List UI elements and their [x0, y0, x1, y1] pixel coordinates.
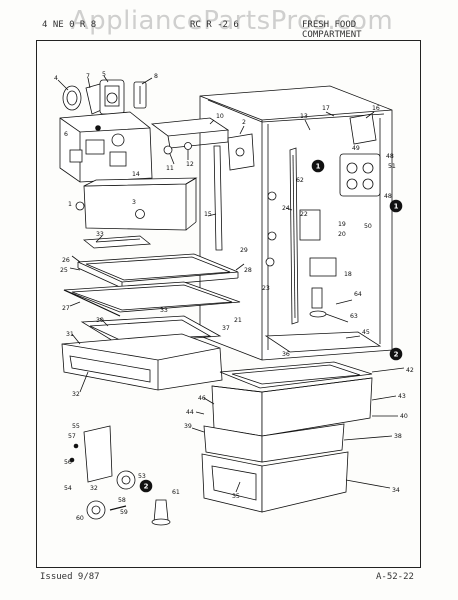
- reference-badge-2a: 2: [389, 347, 403, 361]
- callout-22: 22: [300, 211, 308, 218]
- header-model: 4 NE 0 R 8: [42, 20, 97, 30]
- callout-24: 24: [282, 205, 290, 212]
- callout-32b: 32: [90, 485, 98, 492]
- shelf-frame-lower: [63, 281, 241, 317]
- callout-38: 38: [394, 433, 402, 440]
- callout-42: 42: [406, 367, 414, 374]
- callout-33b: 33: [160, 307, 168, 314]
- control-box-group: [59, 111, 153, 183]
- callout-labels: 4 7 5 8 6 10 11 12 2 13 17 16 49 48 51 4…: [54, 71, 414, 522]
- callout-53: 53: [138, 473, 146, 480]
- callout-15: 15: [204, 211, 212, 218]
- dairy-door-assembly: [339, 113, 381, 197]
- callout-20: 20: [338, 231, 346, 238]
- shelf-support-rail: [82, 235, 152, 249]
- callout-61: 61: [172, 489, 180, 496]
- right-crisper-drawers: [201, 331, 382, 513]
- reference-badge-1b: 1: [389, 199, 403, 213]
- callout-32: 32: [72, 391, 80, 398]
- callout-50: 50: [364, 223, 372, 230]
- callout-60: 60: [76, 515, 84, 522]
- light-assembly-parts: [62, 79, 147, 115]
- reference-badge-2b: 2: [139, 479, 153, 493]
- page-header: 4 NE 0 R 8 RC R -2 6 FRESH FOOD COMPARTM…: [40, 18, 420, 40]
- callout-14: 14: [132, 171, 140, 178]
- callout-64: 64: [354, 291, 362, 298]
- callout-2: 2: [242, 119, 246, 126]
- callout-34: 34: [392, 487, 400, 494]
- diagram-frame: [36, 40, 421, 568]
- callout-16: 16: [372, 105, 380, 112]
- callout-26: 26: [62, 257, 70, 264]
- callout-8: 8: [154, 73, 158, 80]
- callout-6: 6: [64, 131, 68, 138]
- callout-11: 11: [166, 165, 174, 172]
- callout-48b: 48: [384, 193, 392, 200]
- callout-13: 13: [300, 113, 308, 120]
- callout-46: 46: [198, 395, 206, 402]
- callout-44: 44: [186, 409, 194, 416]
- callout-35: 35: [232, 493, 240, 500]
- callout-27: 27: [62, 305, 70, 312]
- thermostat-box: [227, 133, 255, 171]
- callout-10: 10: [216, 113, 224, 120]
- callout-28: 28: [244, 267, 252, 274]
- callout-21: 21: [234, 317, 242, 324]
- callout-3: 3: [132, 199, 136, 206]
- callout-23: 23: [262, 285, 270, 292]
- callout-54: 54: [64, 485, 72, 492]
- callout-49: 49: [352, 145, 360, 152]
- glass-shelf-upper: [77, 253, 239, 289]
- callout-12: 12: [186, 161, 194, 168]
- callout-18: 18: [344, 271, 352, 278]
- callout-5: 5: [102, 71, 106, 78]
- reference-badge-1a: 1: [311, 159, 325, 173]
- shelf-rails: [213, 145, 299, 325]
- callout-48a: 48: [386, 153, 394, 160]
- callout-57: 57: [68, 433, 76, 440]
- svg-text:1: 1: [394, 203, 399, 211]
- leader-lines: [57, 75, 405, 493]
- callout-4: 4: [54, 75, 58, 82]
- callout-37: 37: [222, 325, 230, 332]
- callout-1: 1: [68, 201, 72, 208]
- callout-31: 31: [66, 331, 74, 338]
- callout-19: 19: [338, 221, 346, 228]
- svg-text:2: 2: [394, 351, 399, 359]
- callout-25: 25: [60, 267, 68, 274]
- callout-30: 30: [96, 317, 104, 324]
- callout-51: 51: [388, 163, 396, 170]
- evaporator-cover-parts: [265, 191, 337, 318]
- callout-33a: 33: [96, 231, 104, 238]
- callout-55: 55: [72, 423, 80, 430]
- callout-59: 59: [120, 509, 128, 516]
- header-section-title: FRESH FOOD COMPARTMENT: [302, 20, 362, 40]
- crisper-cover-panel: [75, 177, 198, 231]
- callout-29: 29: [240, 247, 248, 254]
- callout-17: 17: [322, 105, 330, 112]
- housing-bracket: [150, 117, 230, 155]
- callout-62: 62: [296, 177, 304, 184]
- callout-7: 7: [86, 73, 90, 80]
- callout-58: 58: [118, 497, 126, 504]
- callout-39: 39: [184, 423, 192, 430]
- callout-45: 45: [362, 329, 370, 336]
- page-number: A-52-22: [376, 572, 414, 582]
- callout-43: 43: [398, 393, 406, 400]
- svg-text:1: 1: [316, 163, 321, 171]
- left-crisper-drawer: [61, 315, 223, 391]
- svg-text:2: 2: [144, 483, 149, 491]
- callout-56: 56: [64, 459, 72, 466]
- callout-36: 36: [282, 351, 290, 358]
- header-code: RC R -2 6: [190, 20, 239, 30]
- hinge-and-roller-parts: [69, 425, 171, 526]
- callout-40: 40: [400, 413, 408, 420]
- callout-63: 63: [350, 313, 358, 320]
- issued-date: Issued 9/87: [40, 572, 100, 582]
